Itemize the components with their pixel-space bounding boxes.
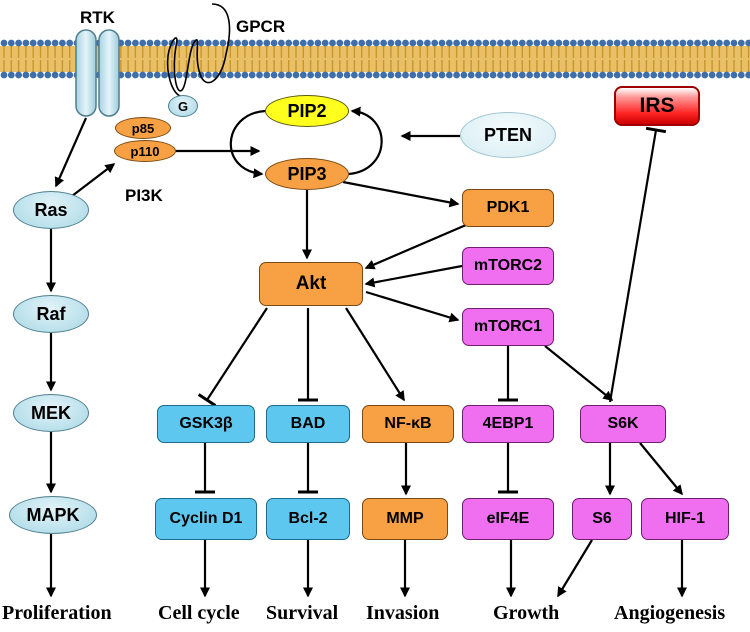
s6-to-growth-arrow bbox=[557, 539, 593, 598]
raf-node: Raf bbox=[13, 295, 89, 333]
bcl2-node: Bcl-2 bbox=[266, 498, 350, 540]
gpcr-receptor bbox=[166, 3, 231, 97]
outcome-invasion: Invasion bbox=[366, 602, 440, 624]
pip3-node: PIP3 bbox=[265, 158, 349, 190]
outcome-growth: Growth bbox=[493, 602, 560, 624]
outcome-cell-cycle: Cell cycle bbox=[158, 602, 240, 624]
gsk3b-node: GSK3β bbox=[157, 405, 255, 443]
bad-node: BAD bbox=[266, 405, 350, 443]
gsk3b-inhibits-cyclin-d1 bbox=[195, 443, 215, 494]
mtorc1-to-s6k-arrow bbox=[544, 345, 614, 401]
4ebp1-inhibits-eif4e bbox=[498, 443, 518, 494]
mtorc1-inhibits-4ebp1 bbox=[498, 346, 518, 402]
irs-feedback-inhibition bbox=[608, 126, 667, 403]
irs-node: IRS bbox=[614, 86, 700, 126]
g-protein-node: G bbox=[168, 95, 198, 117]
akt-inhibits-gsk3b bbox=[197, 307, 268, 407]
pip2-to-pip3-arrow bbox=[229, 109, 266, 179]
hif1-node: HIF-1 bbox=[641, 498, 729, 540]
s6k-node: S6K bbox=[580, 405, 666, 443]
pip3-to-pdk1-arrow bbox=[342, 180, 460, 208]
pdk1-node: PDK1 bbox=[462, 189, 554, 227]
mmp-node: MMP bbox=[362, 498, 448, 540]
p110-node: p110 bbox=[114, 140, 176, 162]
s6-node: S6 bbox=[572, 498, 632, 540]
mtorc2-to-akt-arrow bbox=[364, 264, 463, 288]
cell-membrane bbox=[0, 39, 750, 79]
ras-node: Ras bbox=[13, 191, 89, 229]
pdk1-to-akt-arrow bbox=[364, 223, 467, 270]
4ebp1-node: 4EBP1 bbox=[462, 405, 554, 443]
s6k-to-hif1-arrow bbox=[639, 442, 683, 496]
outcome-angiogenesis: Angiogenesis bbox=[614, 602, 726, 624]
akt-to-mtorc1-arrow bbox=[365, 290, 460, 323]
ras-to-p110-arrow bbox=[71, 163, 116, 197]
mapk-node: MAPK bbox=[9, 496, 97, 534]
akt-inhibits-bad bbox=[298, 308, 318, 402]
pten-node: PTEN bbox=[460, 112, 556, 158]
mtorc2-node: mTORC2 bbox=[462, 247, 554, 285]
rtk-label: RTK bbox=[80, 8, 115, 27]
akt-to-nfkb-arrow bbox=[345, 307, 405, 402]
pi3k-label: PI3K bbox=[125, 186, 163, 205]
nfkb-node: NF-κB bbox=[362, 405, 454, 443]
rtk-receptor bbox=[75, 29, 120, 117]
gpcr-label: GPCR bbox=[236, 17, 286, 36]
eif4e-node: eIF4E bbox=[462, 498, 554, 540]
akt-node: Akt bbox=[259, 262, 363, 306]
pathway-edges bbox=[46, 106, 687, 598]
mtorc1-node: mTORC1 bbox=[462, 308, 554, 346]
rtk-to-ras-arrow bbox=[54, 117, 88, 188]
outcome-proliferation: Proliferation bbox=[2, 602, 112, 624]
cyclin-d1-node: Cyclin D1 bbox=[155, 498, 257, 540]
mek-node: MEK bbox=[13, 394, 89, 432]
outcome-survival: Survival bbox=[266, 602, 339, 624]
bad-inhibits-bcl2 bbox=[298, 443, 318, 494]
p85-node: p85 bbox=[115, 117, 171, 139]
pip2-node: PIP2 bbox=[265, 95, 349, 127]
pip3-to-pip2-arrow bbox=[348, 106, 383, 176]
